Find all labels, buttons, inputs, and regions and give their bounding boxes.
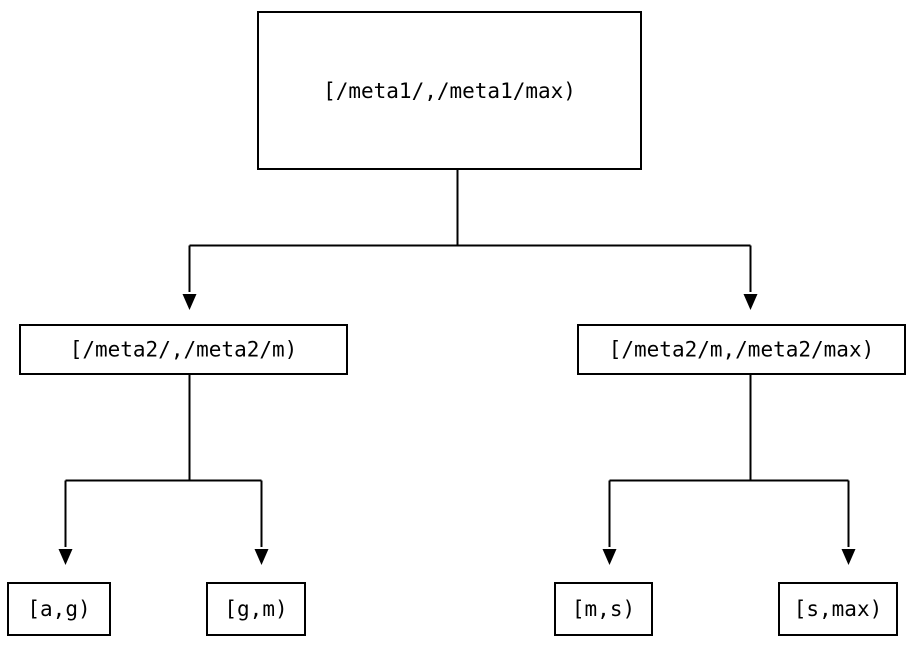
node-mid-left-box[interactable] [18,323,349,376]
node-leaf-3-label: [m,s) [572,597,635,621]
arrowhead-leaf-2 [254,549,269,565]
edge-group-root [182,169,758,310]
node-root[interactable]: [/meta1/,/meta1/max) [256,10,643,171]
node-mid-left[interactable]: [/meta2/,/meta2/m) [18,323,349,376]
edge-group-mid-right [602,374,856,565]
node-mid-right-label: [/meta2/m,/meta2/max) [609,338,875,362]
node-leaf-3-box[interactable] [553,581,654,637]
node-root-label: [/meta1/,/meta1/max) [323,79,576,103]
edge-group-mid-left [58,374,269,565]
arrowhead-leaf-4 [841,549,856,565]
node-leaf-1[interactable]: [a,g) [6,581,112,637]
node-leaf-1-label: [a,g) [27,597,90,621]
node-leaf-2-box[interactable] [205,581,307,637]
arrowhead-leaf-1 [58,549,73,565]
arrowhead-leaf-3 [602,549,617,565]
arrowhead-mid-left [182,294,197,310]
node-leaf-2-label: [g,m) [224,597,287,621]
node-mid-right[interactable]: [/meta2/m,/meta2/max) [576,323,907,376]
node-root-box[interactable] [256,10,643,171]
node-leaf-4[interactable]: [s,max) [777,581,899,637]
node-mid-left-label: [/meta2/,/meta2/m) [70,338,298,362]
arrowhead-mid-right [743,294,758,310]
node-leaf-2[interactable]: [g,m) [205,581,307,637]
node-leaf-1-box[interactable] [6,581,112,637]
node-leaf-3[interactable]: [m,s) [553,581,654,637]
node-leaf-4-label: [s,max) [794,597,883,621]
node-leaf-4-box[interactable] [777,581,899,637]
node-mid-right-box[interactable] [576,323,907,376]
